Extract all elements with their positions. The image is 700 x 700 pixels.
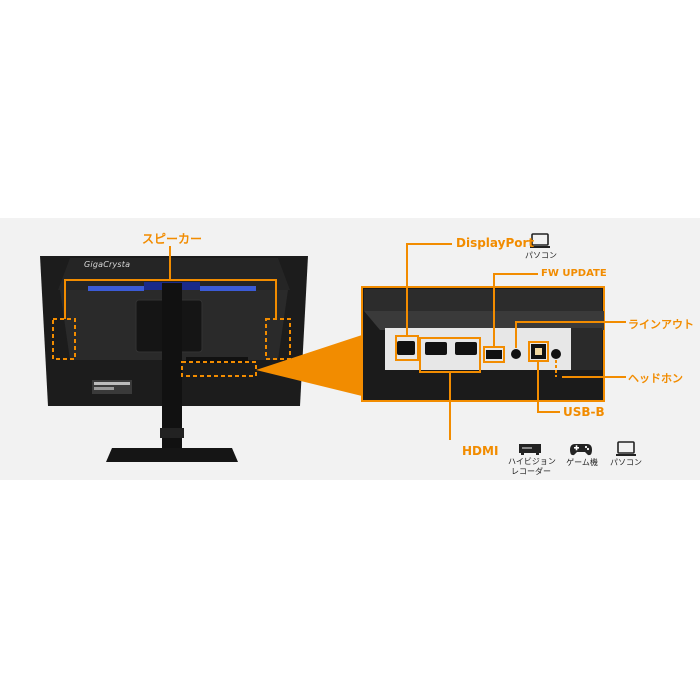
device-pc-top: パソコン bbox=[525, 251, 557, 260]
port-hdmi-1 bbox=[425, 342, 447, 355]
device-recorder-line1: ハイビジョン bbox=[508, 457, 556, 466]
label-line-out: ラインアウト bbox=[628, 318, 694, 331]
monitor-upper-bevel bbox=[58, 258, 290, 290]
port-usb-a bbox=[486, 350, 502, 359]
laptop-icon bbox=[530, 233, 550, 248]
device-game: ゲーム機 bbox=[566, 458, 598, 467]
stand-neck bbox=[162, 283, 182, 448]
label-hdmi: HDMI bbox=[462, 444, 499, 458]
device-recorder-line2: レコーダー bbox=[511, 467, 551, 476]
device-pc-bottom: パソコン bbox=[610, 458, 642, 467]
label-displayport: DisplayPort bbox=[456, 236, 535, 250]
stand-base bbox=[106, 448, 238, 462]
port-displayport bbox=[397, 341, 415, 355]
gamepad-icon bbox=[570, 444, 592, 456]
rgb-light-right bbox=[200, 286, 256, 291]
port-box-small bbox=[181, 361, 257, 377]
port-headphone bbox=[551, 349, 561, 359]
recorder-icon bbox=[519, 444, 541, 455]
laptop-icon bbox=[616, 441, 636, 456]
port-hdmi-2 bbox=[455, 342, 477, 355]
brand-logo: GigaCrysta bbox=[84, 260, 131, 269]
label-headphone: ヘッドホン bbox=[628, 372, 683, 385]
label-usb-b: USB-B bbox=[563, 405, 605, 419]
port-row-small bbox=[186, 357, 248, 363]
rgb-light-left bbox=[88, 286, 144, 291]
label-speaker: スピーカー bbox=[142, 232, 203, 246]
label-fw-update: FW UPDATE bbox=[541, 268, 607, 279]
stand-clamp bbox=[160, 428, 184, 438]
zoom-cone bbox=[256, 335, 362, 396]
port-line-out bbox=[511, 349, 521, 359]
speaker-box-right bbox=[265, 318, 291, 360]
